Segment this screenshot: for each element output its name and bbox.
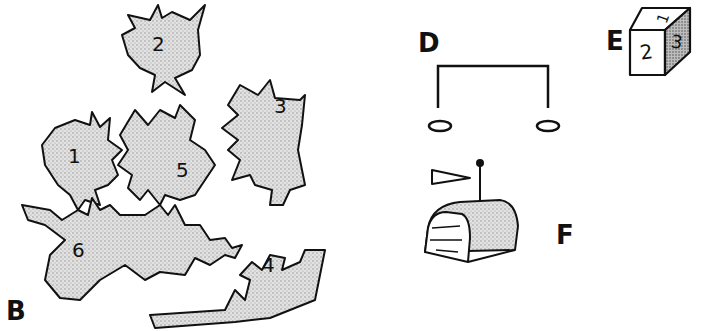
puzzle-piece bbox=[42, 112, 122, 210]
callout-number: 4 bbox=[262, 255, 275, 275]
puzzle-piece bbox=[118, 105, 215, 205]
callout-number: 1 bbox=[68, 146, 81, 166]
puzzle-piece bbox=[150, 250, 325, 328]
part-letter: B bbox=[6, 298, 26, 324]
bridge-figure bbox=[429, 66, 559, 131]
part-letter: E bbox=[606, 28, 624, 54]
callout-number: 2 bbox=[152, 34, 165, 54]
die bbox=[630, 8, 690, 75]
wedge-pin-log bbox=[425, 160, 518, 262]
puzzle-piece bbox=[22, 198, 242, 300]
callout-number: 5 bbox=[176, 160, 189, 180]
callout-number: 6 bbox=[72, 240, 85, 260]
die-face-number: 2 bbox=[639, 41, 654, 63]
puzzle-piece bbox=[122, 5, 205, 95]
part-letter: D bbox=[418, 30, 440, 56]
part-letter: F bbox=[556, 222, 574, 248]
callout-number: 3 bbox=[274, 96, 287, 116]
puzzle-piece bbox=[222, 80, 305, 205]
